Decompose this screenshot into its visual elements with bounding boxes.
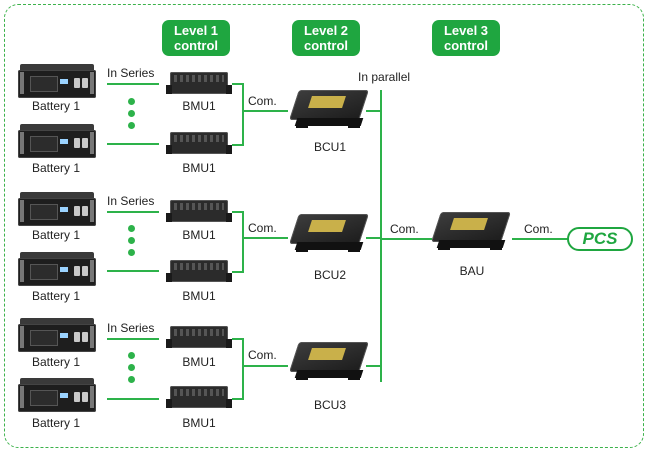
bmu-label: BMU1 xyxy=(182,416,216,430)
pcs-label: PCS xyxy=(582,229,618,248)
bmu-label: BMU1 xyxy=(182,161,216,175)
level-1-badge: Level 1 control xyxy=(162,20,230,56)
series-wire xyxy=(107,143,159,145)
ellipsis-dot xyxy=(128,376,135,383)
bcu-label: BCU2 xyxy=(313,268,347,282)
bmu-module xyxy=(166,324,232,350)
bmu-module xyxy=(166,70,232,96)
series-wire xyxy=(107,211,159,213)
com-label: Com. xyxy=(248,348,277,362)
bus-to-bau-wire xyxy=(380,238,432,240)
battery-label: Battery 1 xyxy=(31,416,81,430)
com-bus-wire xyxy=(232,398,244,400)
com-bus-wire xyxy=(232,271,244,273)
com-bus-wire xyxy=(232,83,244,85)
com-link-wire xyxy=(242,237,288,239)
bcu-to-bus-wire xyxy=(366,110,382,112)
bcu-to-bus-wire xyxy=(366,237,382,239)
com-bus-wire xyxy=(242,338,244,400)
bcu-label: BCU1 xyxy=(313,140,347,154)
com-label: Com. xyxy=(248,221,277,235)
ellipsis-dot xyxy=(128,110,135,117)
com-link-wire xyxy=(242,365,288,367)
bmu-label: BMU1 xyxy=(182,289,216,303)
ellipsis-dot xyxy=(128,249,135,256)
in-series-label: In Series xyxy=(107,194,155,208)
bau-com-label: Com. xyxy=(390,222,419,236)
series-wire xyxy=(107,270,159,272)
ellipsis-dot xyxy=(128,98,135,105)
series-wire xyxy=(107,83,159,85)
ellipsis-dot xyxy=(128,237,135,244)
pcs-node: PCS xyxy=(567,227,633,251)
com-label: Com. xyxy=(248,94,277,108)
level-3-badge: Level 3 control xyxy=(432,20,500,56)
battery-module xyxy=(18,378,96,412)
battery-label: Battery 1 xyxy=(31,355,81,369)
series-wire xyxy=(107,398,159,400)
bmu-label: BMU1 xyxy=(182,228,216,242)
battery-module xyxy=(18,124,96,158)
bmu-label: BMU1 xyxy=(182,99,216,113)
com-bus-wire xyxy=(242,211,244,273)
com-bus-wire xyxy=(232,338,244,340)
bmu-module xyxy=(166,130,232,156)
in-series-label: In Series xyxy=(107,66,155,80)
ellipsis-dot xyxy=(128,352,135,359)
bmu-module xyxy=(166,258,232,284)
bmu-label: BMU1 xyxy=(182,355,216,369)
com-link-wire xyxy=(242,110,288,112)
battery-label: Battery 1 xyxy=(31,161,81,175)
com-bus-wire xyxy=(242,83,244,146)
battery-label: Battery 1 xyxy=(31,99,81,113)
battery-label: Battery 1 xyxy=(31,289,81,303)
level-2-badge: Level 2 control xyxy=(292,20,360,56)
in-series-label: In Series xyxy=(107,321,155,335)
bau-module xyxy=(430,206,512,252)
diagram-frame xyxy=(4,4,644,448)
bcu-label: BCU3 xyxy=(313,398,347,412)
bmu-module xyxy=(166,384,232,410)
bau-label: BAU xyxy=(459,264,485,278)
battery-module xyxy=(18,64,96,98)
battery-module xyxy=(18,192,96,226)
battery-module xyxy=(18,252,96,286)
ellipsis-dot xyxy=(128,122,135,129)
battery-label: Battery 1 xyxy=(31,228,81,242)
bau-to-pcs-wire xyxy=(512,238,568,240)
pcs-com-label: Com. xyxy=(524,222,553,236)
ellipsis-dot xyxy=(128,225,135,232)
parallel-bus-wire xyxy=(380,90,382,382)
bmu-module xyxy=(166,198,232,224)
bcu-to-bus-wire xyxy=(366,365,382,367)
in-parallel-label: In parallel xyxy=(358,70,411,84)
bcu-module xyxy=(288,336,370,382)
bcu-module xyxy=(288,208,370,254)
series-wire xyxy=(107,338,159,340)
ellipsis-dot xyxy=(128,364,135,371)
bcu-module xyxy=(288,84,370,130)
battery-module xyxy=(18,318,96,352)
com-bus-wire xyxy=(232,211,244,213)
com-bus-wire xyxy=(232,144,244,146)
